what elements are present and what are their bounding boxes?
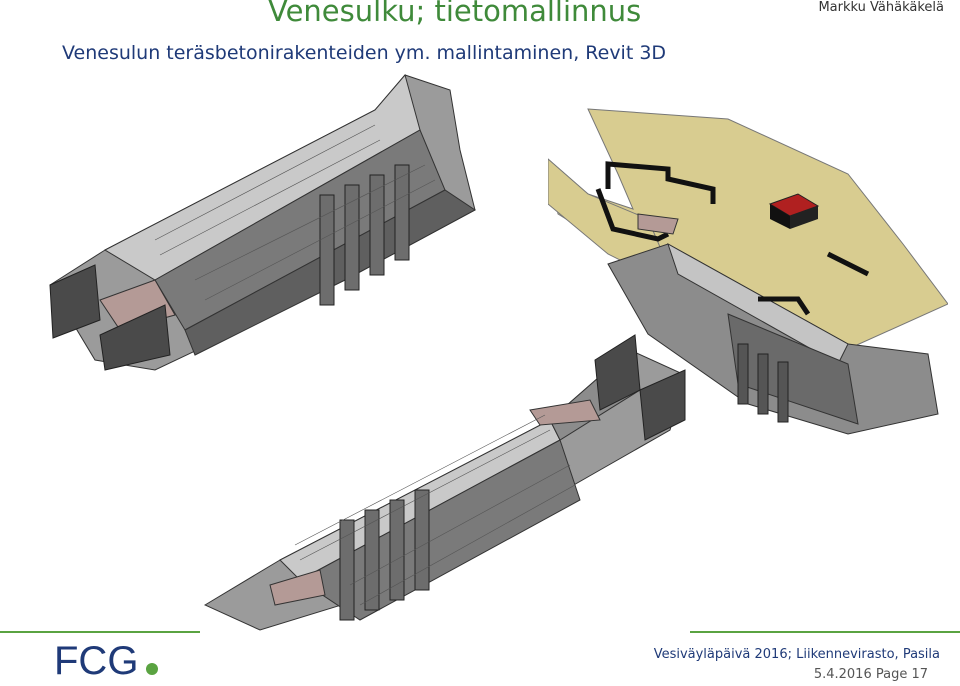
footer-rule-left xyxy=(0,631,200,633)
revit-3d-model-view-3 xyxy=(200,330,690,635)
footer-date-page: 5.4.2016 Page 17 xyxy=(813,667,928,682)
author-name: Markku Vähäkäkelä xyxy=(818,0,944,15)
logo-text: FCG xyxy=(54,640,138,680)
footer-rule-right xyxy=(690,631,960,633)
revit-3d-model-view-2 xyxy=(547,104,949,444)
footer-event: Vesiväyläpäivä 2016; Liikennevirasto, Pa… xyxy=(653,647,940,662)
revit-3d-model-view-1 xyxy=(45,70,485,380)
fcg-logo: FCG xyxy=(54,639,164,684)
page-title: Venesulku; tietomallinnus xyxy=(268,0,642,28)
page-subtitle: Venesulun teräsbetonirakenteiden ym. mal… xyxy=(62,42,667,64)
